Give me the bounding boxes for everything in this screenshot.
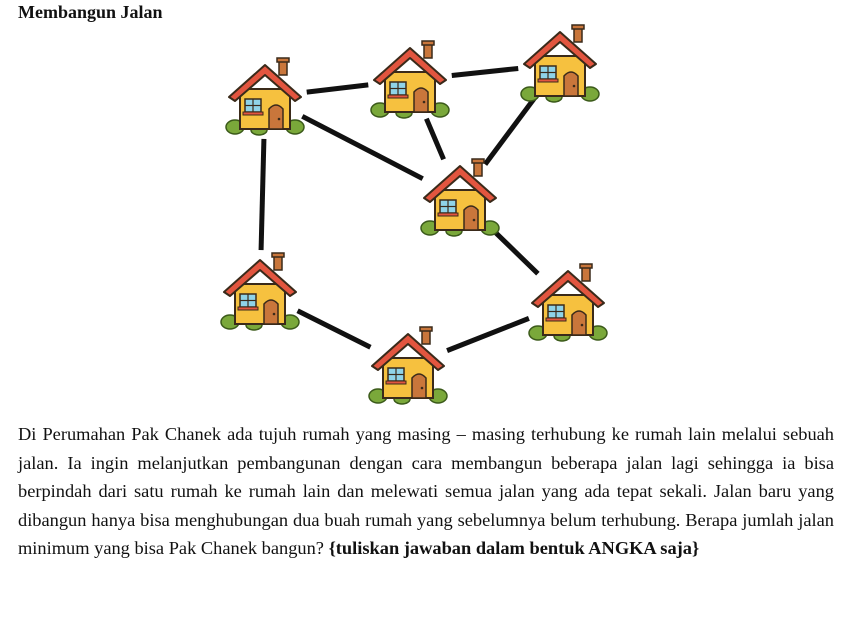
road-h2-h4 xyxy=(424,117,446,161)
road-h4-h6 xyxy=(488,225,540,276)
page-title: Membangun Jalan xyxy=(18,2,163,22)
road-h5-h7 xyxy=(296,308,372,350)
road-h7-h6 xyxy=(446,316,530,353)
road-h1-h4 xyxy=(301,114,424,181)
question-paragraph: Di Perumahan Pak Chanek ada tujuh rumah … xyxy=(18,420,834,563)
house-top-left xyxy=(225,57,305,136)
house-top-right xyxy=(520,24,600,103)
road-network-diagram xyxy=(220,24,608,405)
question-text: Di Perumahan Pak Chanek ada tujuh rumah … xyxy=(18,424,834,559)
house-center xyxy=(420,158,500,237)
road-h3-h4 xyxy=(483,96,537,166)
house-middle-left xyxy=(220,252,300,331)
answer-instruction: {tuliskan jawaban dalam bentuk ANGKA saj… xyxy=(328,538,700,559)
house-middle-right xyxy=(528,263,608,342)
road-h1-h5 xyxy=(258,138,267,251)
road-h1-h2 xyxy=(306,82,369,95)
house-bottom xyxy=(368,326,448,405)
house-top-middle xyxy=(370,40,450,119)
roads-group xyxy=(258,65,540,353)
road-h2-h3 xyxy=(451,65,519,79)
houses-group xyxy=(220,24,608,405)
